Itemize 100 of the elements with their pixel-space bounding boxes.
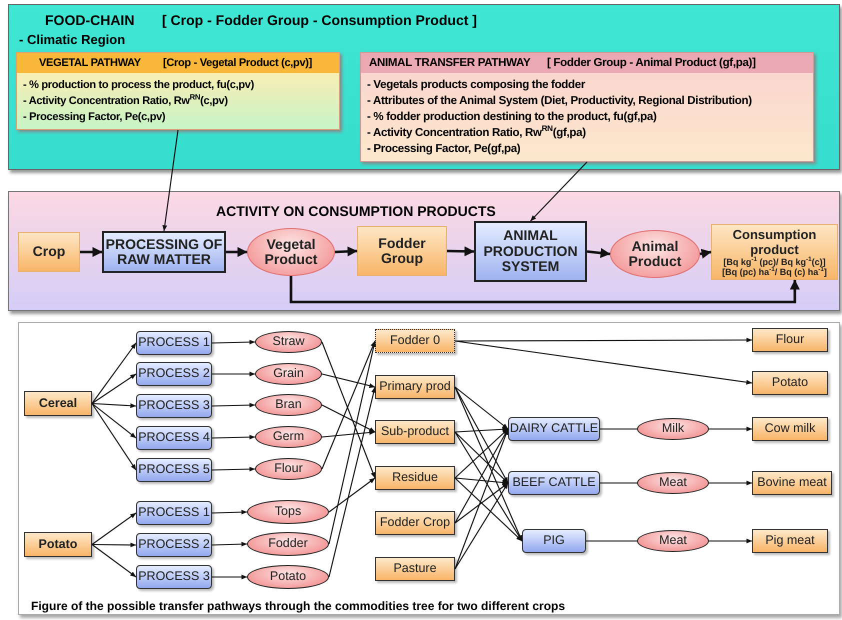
node-label: Meat xyxy=(659,476,687,490)
arrow xyxy=(586,248,610,258)
arrow xyxy=(530,162,588,222)
arrow xyxy=(328,386,376,578)
panel-title: ACTIVITY ON CONSUMPTION PRODUCTS xyxy=(216,203,496,219)
node-label: Flour xyxy=(274,462,303,476)
arrow xyxy=(709,480,752,486)
arrow xyxy=(92,402,136,408)
arrow xyxy=(454,478,522,542)
process-box xyxy=(102,231,226,273)
arrow xyxy=(212,542,248,547)
process-box xyxy=(136,501,212,525)
arrow xyxy=(162,130,179,232)
product-box xyxy=(752,371,828,395)
arrow xyxy=(709,538,752,544)
arrow xyxy=(212,466,256,472)
arrow xyxy=(454,386,508,484)
box-heading: ANIMAL TRANSFER PATHWAY xyxy=(369,57,530,70)
node-label: Grain xyxy=(273,367,304,381)
node-label: Animal Product xyxy=(628,238,682,270)
arrow xyxy=(212,510,248,515)
node-label: Sub-product xyxy=(380,425,450,439)
product-box xyxy=(752,529,828,553)
product-box xyxy=(711,224,838,280)
panel-subtitle: [ Crop - Fodder Group - Consumption Product ] xyxy=(162,12,477,28)
unit-label: [Bq kg$^{-1}$ (pc)/ Bq kg$^{-1}$(c)] xyxy=(723,257,826,267)
product-box xyxy=(375,511,455,535)
node-label: PIG xyxy=(543,534,565,548)
node-label: Straw xyxy=(272,335,304,349)
node-label: PROCESS 2 xyxy=(138,367,210,381)
arrow xyxy=(454,428,509,570)
process-box xyxy=(136,458,212,482)
node-label: Tops xyxy=(274,505,302,519)
arrow xyxy=(290,276,800,304)
product-box xyxy=(375,375,455,399)
panel-background xyxy=(18,322,840,615)
node-label: Germ xyxy=(272,430,304,444)
arrow xyxy=(700,248,712,259)
arrow xyxy=(454,482,508,570)
product-box xyxy=(375,329,455,353)
arrow xyxy=(454,340,752,385)
arrow xyxy=(454,426,508,433)
arrow xyxy=(92,374,136,404)
node-label: PROCESS 5 xyxy=(138,463,210,477)
node-label: PROCESS 3 xyxy=(138,399,210,413)
pathway-box xyxy=(16,52,340,130)
node-label: Meat xyxy=(659,534,687,548)
node-label: Potato xyxy=(270,570,306,584)
unit-label: [Bq (pc) ha$^{-1}$/ Bq (c) ha$^{-1}$] xyxy=(722,267,827,277)
process-box xyxy=(474,221,587,282)
product-box xyxy=(375,557,455,581)
list-item: - Processing Factor, Pe(c,pv) xyxy=(23,111,166,124)
arrow xyxy=(334,246,358,256)
product-ellipse xyxy=(247,532,329,556)
node-label: Potato xyxy=(38,538,78,552)
arrow xyxy=(455,338,752,342)
arrow xyxy=(212,434,256,440)
arrow xyxy=(92,544,136,578)
box-heading: VEGETAL PATHWAY xyxy=(39,57,141,70)
node-label: Pasture xyxy=(393,562,437,576)
arrow xyxy=(454,477,508,485)
node-label: PROCESS 1 xyxy=(138,336,210,350)
process-box xyxy=(136,331,212,355)
list-item: - Activity Concentration Ratio, Rw$^{RN}$(c,pv) xyxy=(23,95,228,108)
product-ellipse xyxy=(247,565,329,589)
product-box xyxy=(24,532,92,557)
node-label: Potato xyxy=(772,376,808,390)
arrow xyxy=(92,403,136,438)
list-item: - % fodder production destining to the product, fu(gf,pa) xyxy=(367,111,657,124)
list-item: - Processing Factor, Pe(gf,pa) xyxy=(367,143,520,156)
node-label: Consumption product xyxy=(732,227,818,257)
box-subheading: [Crop - Vegetal Product (c,pv)] xyxy=(163,57,312,70)
node-label: Milk xyxy=(662,422,684,436)
arrow xyxy=(328,478,376,512)
product-ellipse xyxy=(255,331,322,353)
arrow xyxy=(322,430,376,438)
node-label: DAIRY CATTLE xyxy=(510,422,598,436)
pathway-box xyxy=(360,52,814,162)
node-label: Residue xyxy=(392,471,438,485)
node-label: Cow milk xyxy=(764,422,816,436)
product-box xyxy=(752,471,832,495)
node-label: Bran xyxy=(275,398,302,412)
arrow xyxy=(92,542,136,548)
panel-title: FOOD-CHAIN xyxy=(45,12,134,28)
node-label: Bovine meat xyxy=(757,476,827,490)
arrow xyxy=(212,340,256,345)
connector-line xyxy=(586,540,637,542)
arrow xyxy=(212,372,256,376)
list-item: - Activity Concentration Ratio, Rw$^{RN}$(gf,pa) xyxy=(367,127,586,140)
node-label: ANIMAL PRODUCTION SYSTEM xyxy=(482,228,579,275)
process-box xyxy=(508,417,600,441)
arrow xyxy=(322,373,376,388)
node-label: PROCESSING OF RAW MATTER xyxy=(104,236,224,268)
process-box xyxy=(136,362,212,386)
arrow xyxy=(454,386,522,542)
node-label: Vegetal Product xyxy=(264,236,318,268)
node-label: Flour xyxy=(776,333,804,347)
node-label: PROCESS 2 xyxy=(138,538,210,552)
process-box xyxy=(136,394,212,418)
panel-background xyxy=(8,4,840,170)
